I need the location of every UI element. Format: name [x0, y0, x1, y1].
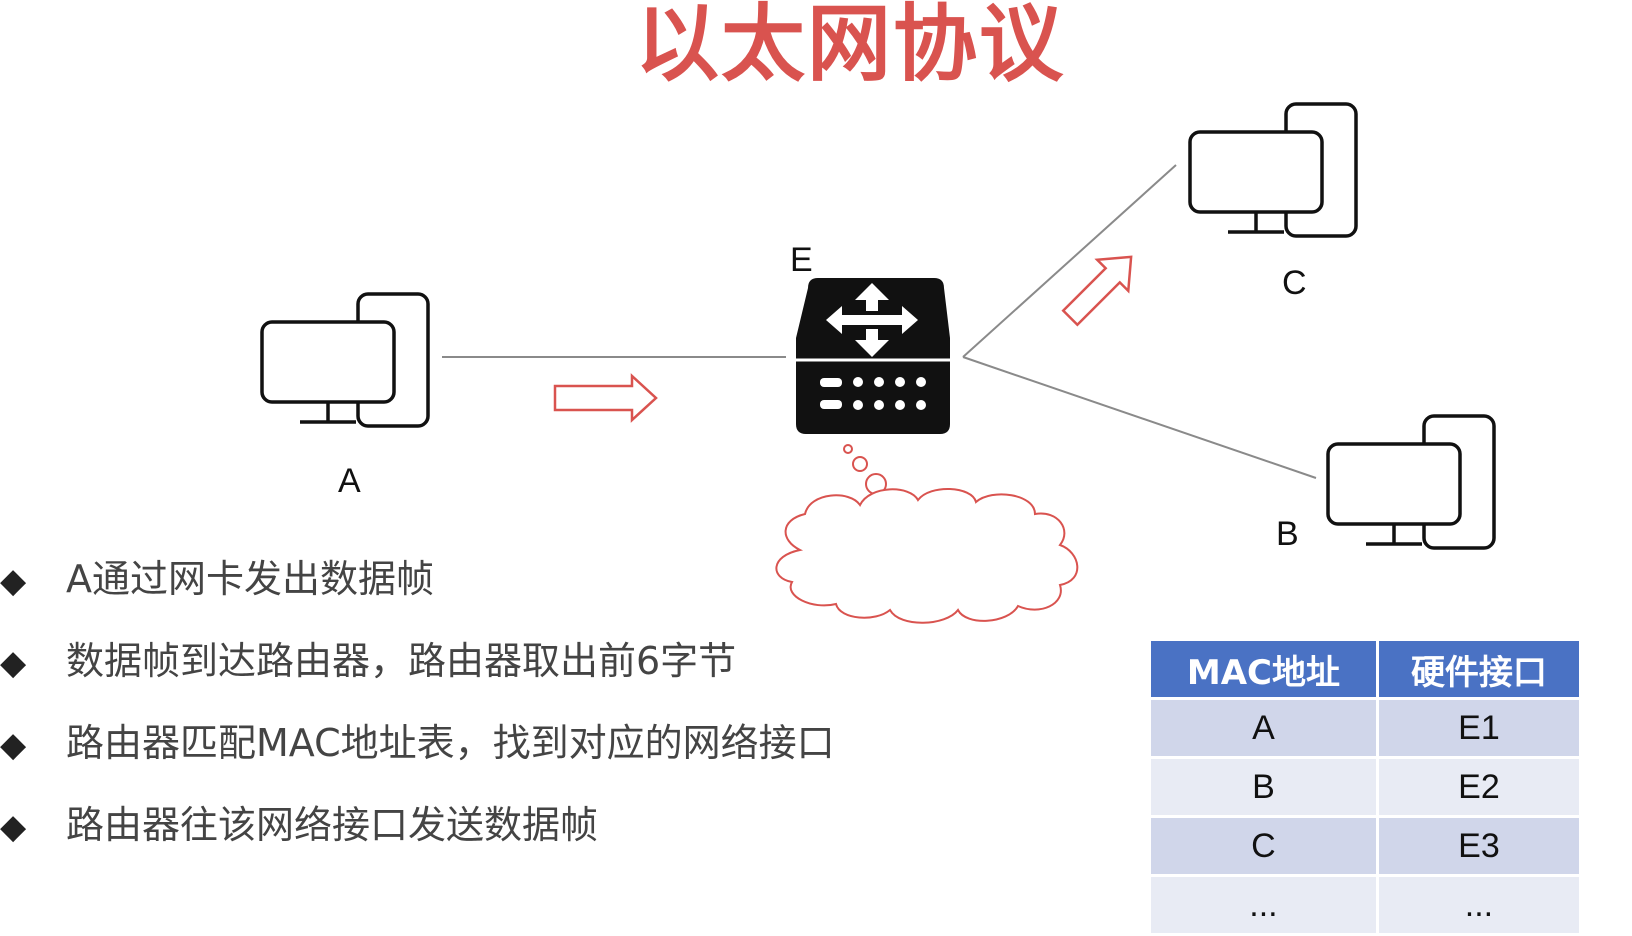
link-router-c	[962, 164, 1177, 358]
table-cell: C	[1151, 818, 1376, 874]
diamond-bullet-icon: ◆	[0, 561, 27, 601]
router-label: E	[790, 241, 813, 279]
table-cell: E3	[1378, 818, 1579, 874]
list-item: ◆路由器匹配MAC地址表，找到对应的网络接口	[0, 720, 835, 768]
table-row: ... ...	[1151, 877, 1579, 933]
column-header-mac: MAC地址	[1151, 641, 1376, 697]
table-cell: E1	[1378, 700, 1579, 756]
diamond-bullet-icon: ◆	[0, 807, 27, 847]
computer-b-label: B	[1276, 515, 1299, 553]
table-row: B E2	[1151, 759, 1579, 815]
computer-a-label: A	[338, 462, 361, 500]
arrow-right-icon	[553, 373, 658, 423]
list-item: ◆数据帧到达路由器，路由器取出前6字节	[0, 638, 736, 686]
table-cell: ...	[1378, 877, 1579, 933]
table-header-row: MAC地址 硬件接口	[1151, 641, 1579, 697]
router-icon	[796, 278, 950, 434]
table-row: A E1	[1151, 700, 1579, 756]
column-header-interface: 硬件接口	[1378, 641, 1579, 697]
computer-b-icon	[1326, 414, 1496, 550]
table-row: C E3	[1151, 818, 1579, 874]
list-item: ◆A通过网卡发出数据帧	[0, 556, 434, 604]
diamond-bullet-icon: ◆	[0, 725, 27, 765]
computer-a-icon	[260, 292, 430, 428]
mac-address-table: MAC地址 硬件接口 A E1 B E2 C E3 ... ...	[1148, 638, 1582, 936]
table-cell: B	[1151, 759, 1376, 815]
table-cell: A	[1151, 700, 1376, 756]
table-cell: ...	[1151, 877, 1376, 933]
table-cell: E2	[1378, 759, 1579, 815]
computer-c-icon	[1188, 102, 1358, 238]
link-router-b	[962, 356, 1317, 479]
thought-bubble	[775, 444, 1079, 624]
list-item: ◆路由器往该网络接口发送数据帧	[0, 802, 598, 850]
diamond-bullet-icon: ◆	[0, 643, 27, 683]
computer-c-label: C	[1282, 264, 1307, 302]
page-title: 以太网协议	[634, 0, 1065, 93]
arrow-up-right-icon	[1061, 255, 1133, 327]
